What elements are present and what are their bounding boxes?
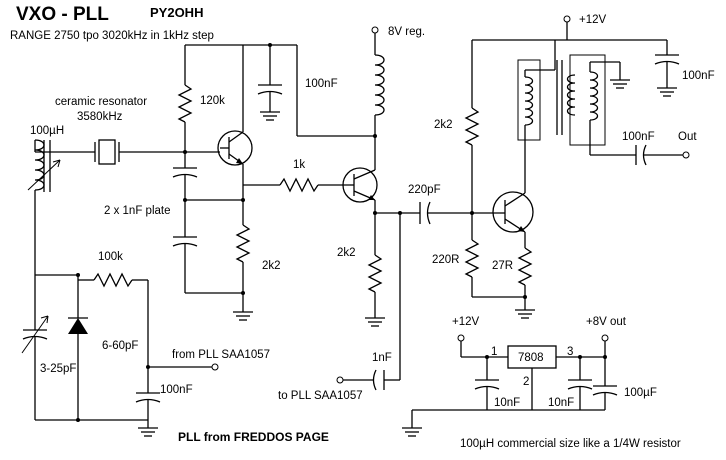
capacitor-10nf-a	[474, 357, 500, 410]
output-terminal	[682, 151, 690, 159]
varicap-diode	[68, 317, 88, 420]
c-1nf-label: 1nF	[372, 352, 392, 364]
c-220pf-label: 220pF	[408, 184, 441, 196]
to-pll-terminal	[336, 376, 344, 384]
resistor-27r	[517, 247, 533, 286]
choke-inductor	[374, 54, 385, 116]
resistor-2k2-mid	[367, 254, 383, 293]
c-3-25pf-label: 3-25pF	[40, 363, 76, 375]
range-subtitle: RANGE 2750 tpo 3020kHz in 1kHz step	[10, 30, 214, 42]
capacitor-100uf	[592, 357, 618, 410]
transistor-q3	[492, 191, 534, 233]
capacitor-divider-2x1nf	[172, 152, 198, 293]
capacitor-100nf-right	[654, 40, 680, 97]
r-1k-label: 1k	[293, 159, 305, 171]
capacitor-1nf	[372, 369, 385, 391]
r-2k2-right-label: 2k2	[434, 119, 453, 131]
capacitor-10nf-b	[567, 357, 593, 410]
resistor-120k	[177, 84, 193, 123]
resonator-freq-label: 3580kHz	[77, 111, 123, 123]
pin1-label: 1	[491, 346, 497, 358]
cap-plate-label: 2 x 1nF plate	[104, 205, 170, 217]
c-100uf-label: 100µF	[624, 387, 657, 399]
capacitor-100nf-top	[257, 45, 283, 121]
footer-note: 100µH commercial size like a 1/4W resist…	[460, 438, 681, 450]
c-100nf-out-label: 100nF	[622, 131, 655, 143]
resistor-1k	[279, 177, 319, 193]
c-100nf-low-label: 100nF	[160, 384, 193, 396]
c-10nf-a-label: 10nF	[494, 397, 520, 409]
schematic-title: VXO - PLL	[16, 4, 109, 25]
footer-credit: PLL from FREDDOS PAGE	[178, 430, 329, 444]
supply-8v-label: 8V reg.	[388, 26, 425, 38]
out-label: Out	[678, 131, 697, 143]
resonator-label: ceramic resonator	[55, 96, 147, 108]
regulator-label: 7808	[518, 352, 544, 364]
to-pll-label: to PLL SAA1057	[278, 390, 363, 402]
supply-8v-terminal	[371, 26, 379, 34]
pin3-label: 3	[567, 346, 573, 358]
supply-8v-out-terminal	[601, 334, 609, 342]
transistor-q1	[217, 45, 253, 185]
supply-12v-top-terminal	[563, 15, 571, 23]
resistor-2k2-left	[235, 224, 251, 263]
c-10nf-b-label: 10nF	[548, 397, 574, 409]
ceramic-resonator	[94, 139, 120, 165]
from-pll-label: from PLL SAA1057	[172, 349, 270, 361]
r-2k2-left-label: 2k2	[262, 260, 281, 272]
pin2-label: 2	[523, 376, 529, 388]
supply-12v-reg-terminal	[457, 334, 465, 342]
r-2k2-mid-label: 2k2	[337, 247, 356, 259]
transistor-q2	[342, 167, 378, 203]
supply-12v-top-label: +12V	[579, 14, 607, 26]
r-100k-label: 100k	[98, 251, 123, 263]
inductor-100uh-label: 100µH	[30, 125, 64, 137]
c-100nf-right-label: 100nF	[682, 70, 715, 82]
r-120k-label: 120k	[200, 95, 225, 107]
supply-12v-reg-label: +12V	[452, 316, 480, 328]
capacitor-100nf-low	[135, 367, 161, 428]
capacitor-100nf-out	[635, 144, 647, 166]
variable-inductor-100uh	[27, 139, 61, 275]
output-transformer	[517, 40, 636, 156]
from-pll-terminal	[211, 363, 219, 371]
resistor-100k	[93, 272, 133, 288]
c-6-60pf-label: 6-60pF	[102, 340, 138, 352]
r-27r-label: 27R	[492, 260, 513, 272]
r-220r-label: 220R	[432, 254, 460, 266]
resistor-2k2-right	[464, 107, 480, 146]
callsign: PY2OHH	[150, 5, 203, 20]
supply-8v-out-label: +8V out	[586, 316, 627, 328]
trimmer-capacitor-3-25pf	[21, 275, 49, 420]
capacitor-220pf	[419, 201, 431, 225]
resistor-220r	[464, 239, 480, 278]
c-100nf-top-label: 100nF	[305, 78, 338, 90]
